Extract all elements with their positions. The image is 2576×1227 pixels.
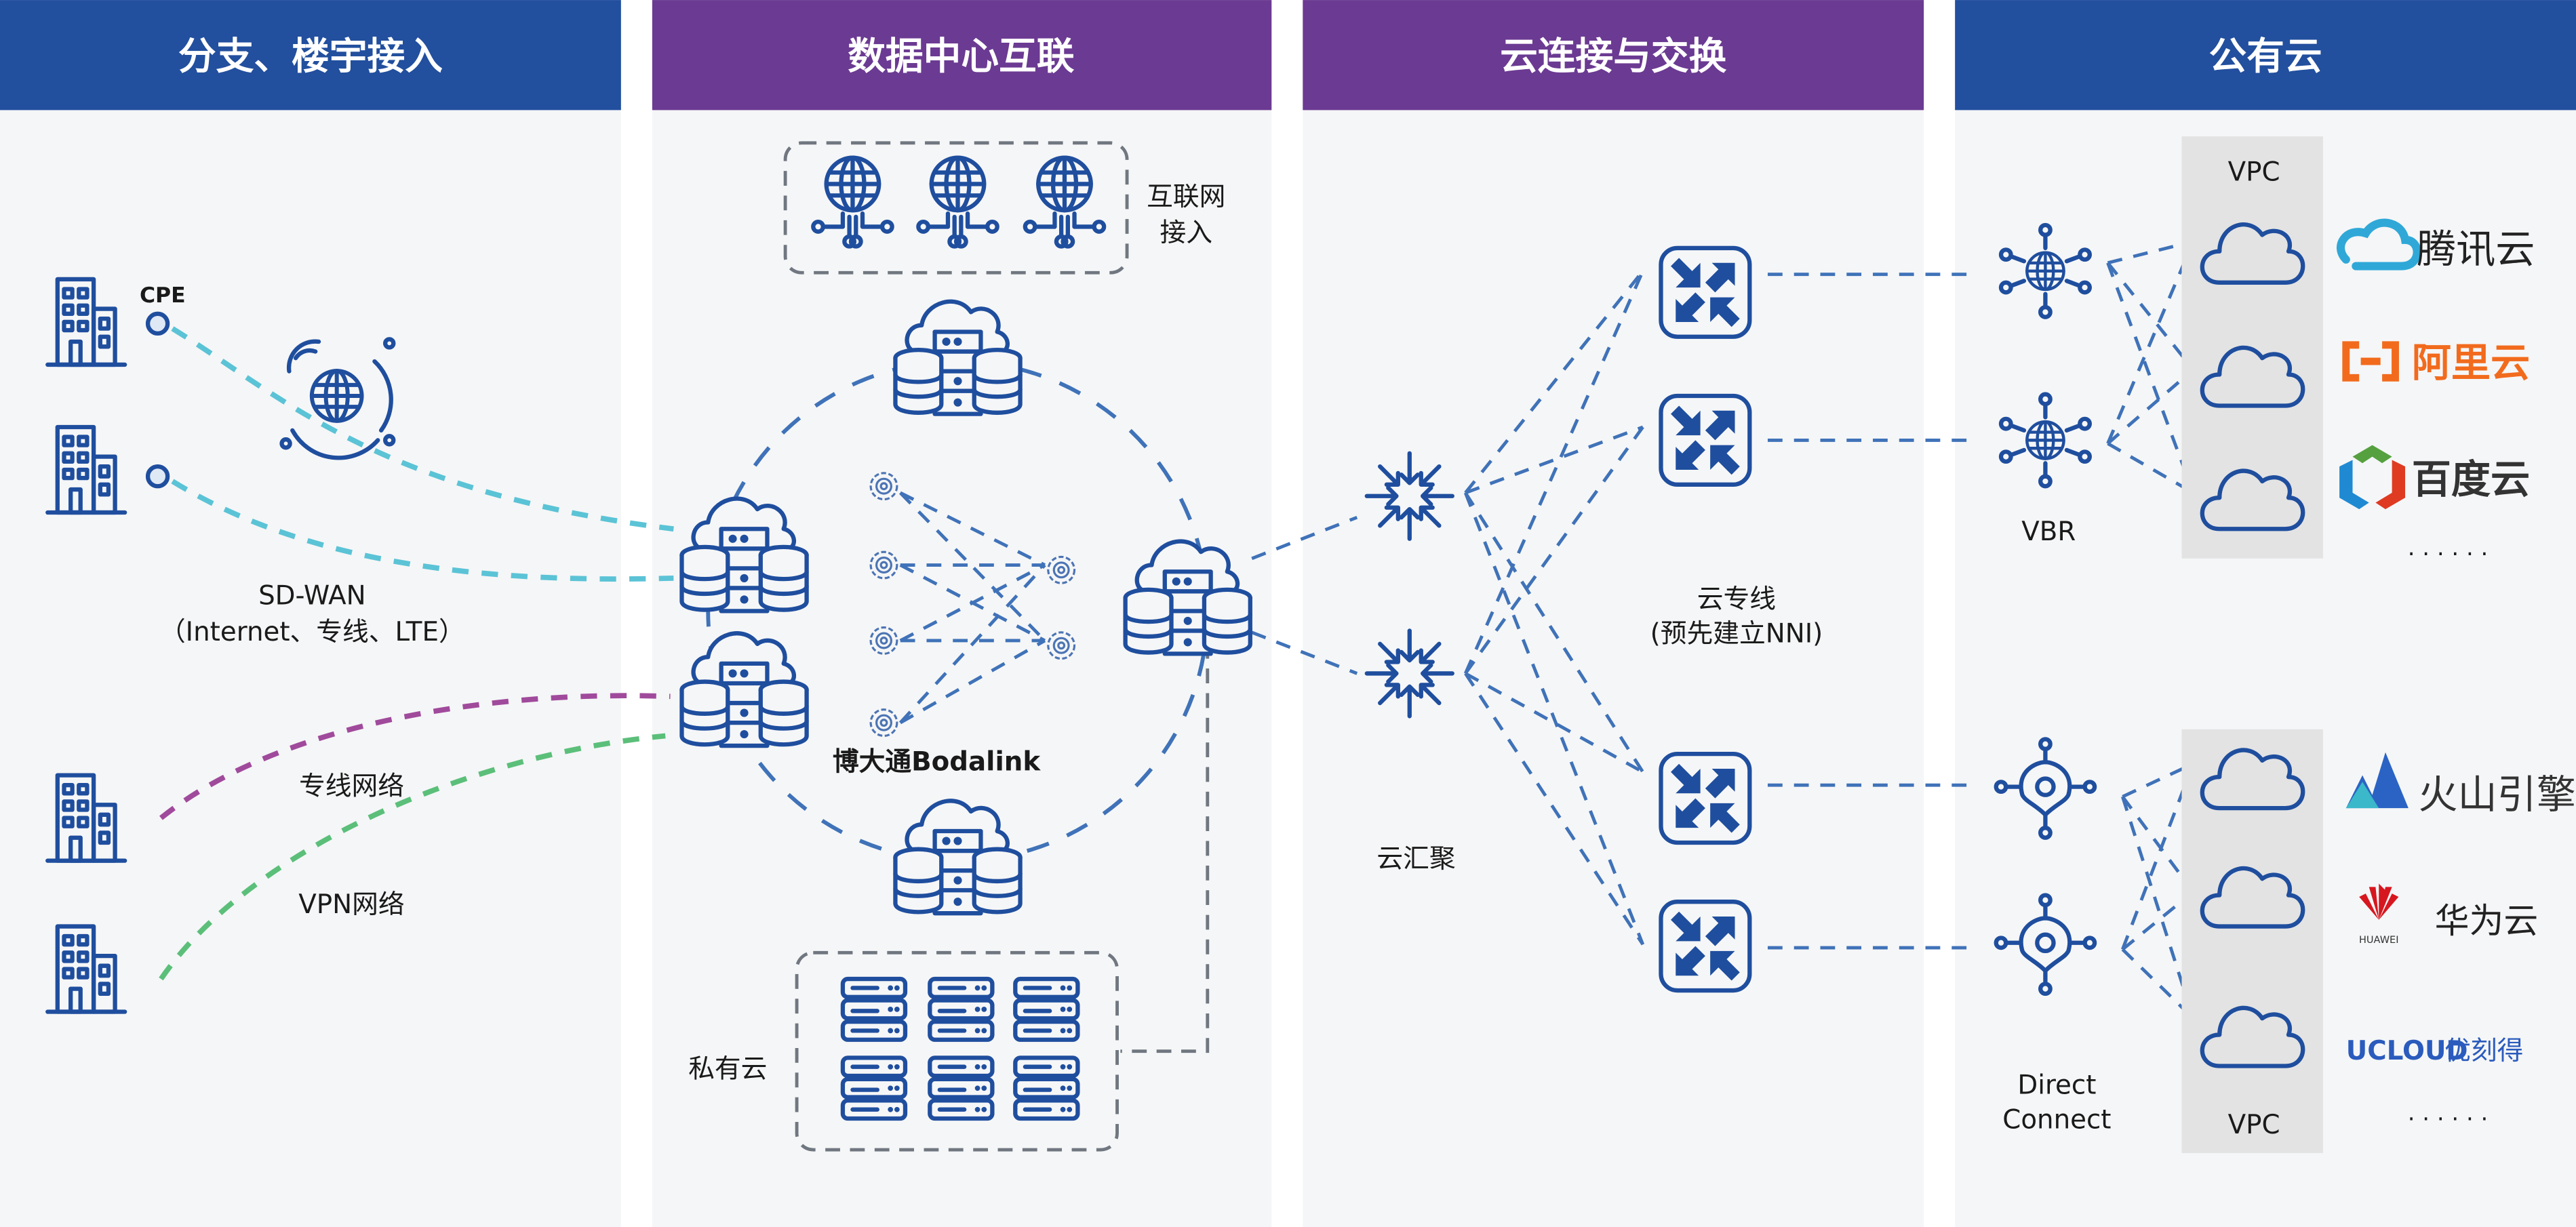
private-cloud-label: 私有云 [688,1053,767,1084]
bodalink-mesh [898,491,1046,725]
column-title: 分支、楼宇接入 [178,35,443,79]
provider-name: 阿里云 [2412,340,2530,386]
more-providers-ellipsis: · · · · · · [2408,1106,2489,1132]
column-header [652,0,1272,110]
panel-background [1303,0,1924,1227]
huawei-cloud-logo: HUAWEI 华为云 [2359,883,2539,946]
direct-connect-label: Direct [2017,1070,2096,1101]
column-title: 数据中心互联 [848,35,1075,79]
internet-access-label: 互联网 [1147,182,1225,212]
server-rack-icon [1015,1058,1077,1119]
column-header [0,0,621,110]
column-cloud-exchange: 云连接与交换 [1303,0,1924,1227]
aggregation-links [1251,270,1972,950]
cpe-label: CPE [140,283,186,308]
sdwan-subtitle: （Internet、专线、LTE） [159,617,465,647]
private-cloud-box [795,950,1119,1152]
cpe-device-icon [145,311,170,336]
sdwan-link [171,326,674,532]
more-providers-ellipsis: · · · · · · [2408,541,2489,567]
vbr-label: VBR [2021,517,2076,547]
exchange-switch-icon [1661,902,1749,990]
sdwan-title: SD-WAN [258,581,366,611]
wireless-globe-icon [279,337,396,460]
internet-access-group: 互联网 接入 [783,141,1225,275]
exchange-switch-icon [1661,396,1749,485]
ucloud-logo-text: UCLOUD [2346,1036,2468,1066]
vpn-link [159,733,666,981]
internet-access-label: 接入 [1160,218,1213,248]
server-rack-icon [843,1058,905,1119]
server-rack-icon [1015,979,1077,1040]
provider-name: 火山引擎 [2418,771,2576,818]
vpn-label: VPN网络 [298,889,404,920]
panel-background [0,0,621,1227]
column-header [1955,0,2576,110]
column-header [1303,0,1924,110]
datacenter-content: 互联网 接入 博大通Bodalink 私有云 [681,141,1250,1152]
private-cloud-link [1120,643,1210,1053]
leased-line-label: 专线网络 [299,771,404,802]
server-rack-icon [930,1058,992,1119]
tencent-cloud-logo: 腾讯云 [2337,218,2535,273]
column-branch-access: 分支、楼宇接入 [0,0,621,1227]
internet-access-box [783,141,1129,275]
connections [159,239,2195,1053]
private-cloud-group: 私有云 [688,950,1119,1152]
dedicated-line-sublabel: (预先建立NNI) [1650,618,1823,649]
vpc-links-top [2106,239,2195,495]
provider-name: 腾讯云 [2417,226,2535,273]
leased-line-link [159,693,671,820]
aliyun-logo: 阿里云 [2342,340,2530,386]
aggregation-label: 云汇聚 [1376,843,1455,874]
baidu-cloud-logo: 百度云 [2339,445,2530,510]
vpc-links-bottom [2120,762,2195,1020]
server-rack-icon [930,979,992,1040]
cpe-device-icon [145,464,170,489]
exchange-switch-icon [1661,248,1749,337]
sdwan-link [171,479,674,582]
vpc-label: VPC [2228,157,2280,188]
bodalink-label: 博大通Bodalink [833,746,1041,777]
vpc-label: VPC [2228,1110,2280,1140]
server-rack-icon [843,979,905,1040]
direct-connect-label: Connect [2002,1105,2111,1135]
provider-name: 优刻得 [2444,1036,2523,1066]
ucloud-logo: UCLOUD 优刻得 [2346,1036,2524,1066]
volcengine-logo: 火山引擎 [2345,752,2576,818]
cloud-exchange-content: 云汇聚 云专线 (预先建立NNI) [1367,248,1823,990]
column-title: 云连接与交换 [1500,35,1727,79]
dedicated-line-label: 云专线 [1697,584,1776,615]
branch-content: CPE SD-WAN （Internet、专线、LTE） 专线网络 VPN网络 [47,279,465,1012]
public-cloud-content: VPC VPC VBR Direct Connect 腾讯云 阿里云 百度云 ·… [1996,136,2576,1153]
provider-name: 百度云 [2412,456,2530,502]
exchange-switch-icon [1661,754,1749,843]
column-title: 公有云 [2209,35,2322,79]
provider-name: 华为云 [2435,901,2539,941]
huawei-logo-text: HUAWEI [2359,935,2398,946]
